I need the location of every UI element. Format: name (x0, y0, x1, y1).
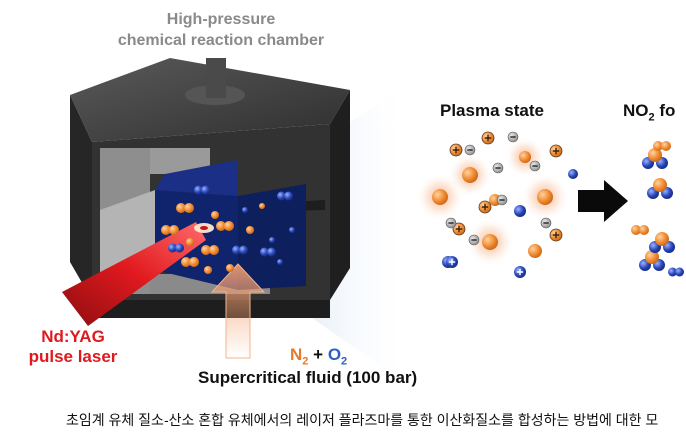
chamber-title-line2: chemical reaction chamber (117, 32, 325, 49)
nitrogen-atom (204, 266, 212, 274)
oxygen-molecule-icon (277, 191, 293, 201)
oxygen-molecule-icon (232, 245, 248, 255)
nitrogen-molecule-icon (161, 225, 179, 235)
oxygen-atom (568, 169, 578, 179)
nitrogen-symbol: N (290, 345, 303, 364)
nitrogen-molecule-icon (631, 225, 649, 235)
electron-icon (529, 160, 541, 172)
gas-mixture-label: N2 + O2 (290, 345, 347, 367)
no2-molecule-icon (649, 232, 675, 253)
chamber-window-top (155, 160, 238, 196)
ion-icon (449, 143, 463, 157)
electron-icon (507, 131, 519, 143)
no2-subscript: 2 (648, 111, 655, 124)
electron-icon (464, 144, 476, 156)
oxygen-ion-icon (514, 266, 526, 278)
ion-icon (481, 131, 495, 145)
electron-icon (468, 234, 480, 246)
oxygen-molecule-icon (260, 247, 276, 257)
nitrogen-molecule-icon (201, 245, 219, 255)
chamber-title-line1: High-pressure (166, 11, 276, 28)
supercritical-fluid-label: Supercritical fluid (100 bar) (198, 368, 418, 387)
arrow-up-icon (210, 263, 266, 359)
oxygen-molecule-icon (168, 243, 184, 253)
figure-caption: 초임계 유체 질소-산소 혼합 유체에서의 레이저 플라즈마를 통한 이산화질소… (66, 412, 659, 428)
nitrogen-molecule-icon (653, 141, 671, 151)
no2-molecule-icon (639, 250, 665, 271)
oxygen-atom (269, 237, 275, 243)
nitrogen-subscript: 2 (302, 355, 309, 368)
ion-icon (549, 228, 563, 242)
oxygen-molecule-icon (668, 267, 684, 277)
nitrogen-atom (462, 167, 478, 183)
ion-icon (549, 144, 563, 158)
no2-formation-label: NO2 fo (623, 101, 675, 123)
nitrogen-atom (211, 211, 219, 219)
electron-icon (540, 217, 552, 229)
laser-label-line1: Nd:YAG (41, 327, 105, 346)
oxygen-ion-icon (446, 256, 458, 268)
nitrogen-atom (259, 203, 265, 209)
laser-label-line2: pulse laser (28, 347, 118, 366)
nitrogen-atom (528, 244, 542, 258)
oxygen-subscript: 2 (341, 355, 348, 368)
oxygen-atom (242, 207, 248, 213)
oxygen-atom (289, 227, 295, 233)
plus-sign: + (313, 345, 324, 364)
electron-icon (445, 217, 457, 229)
ion-icon (452, 222, 466, 236)
ion-icon (478, 200, 492, 214)
plasma-state-label: Plasma state (440, 101, 544, 120)
oxygen-symbol: O (327, 345, 342, 364)
nitrogen-atom (519, 151, 531, 163)
focus-spark-core (200, 226, 208, 230)
particles (161, 131, 684, 278)
no2-molecule-icon (647, 178, 673, 199)
nitrogen-atom (482, 234, 498, 250)
no2-molecule-icon (642, 148, 668, 169)
oxygen-atom (277, 259, 283, 265)
nitrogen-atom (246, 226, 254, 234)
nitrogen-atom (432, 189, 448, 205)
nitrogen-atom (186, 238, 194, 246)
no2-prefix: NO (623, 101, 649, 120)
chamber-title: High-pressure chemical reaction chamber (86, 9, 356, 51)
electron-icon (492, 162, 504, 174)
oxygen-molecule-icon (194, 185, 210, 195)
electron-icon (496, 194, 508, 206)
nitrogen-molecule-icon (216, 221, 234, 231)
nitrogen-molecule-icon (181, 257, 199, 267)
nitrogen-atom (537, 189, 553, 205)
arrow-right-icon (578, 180, 628, 222)
oxygen-atom (514, 205, 526, 217)
no2-suffix: fo (654, 101, 676, 120)
nitrogen-molecule-icon (176, 203, 194, 213)
nitrogen-atom (226, 264, 234, 272)
